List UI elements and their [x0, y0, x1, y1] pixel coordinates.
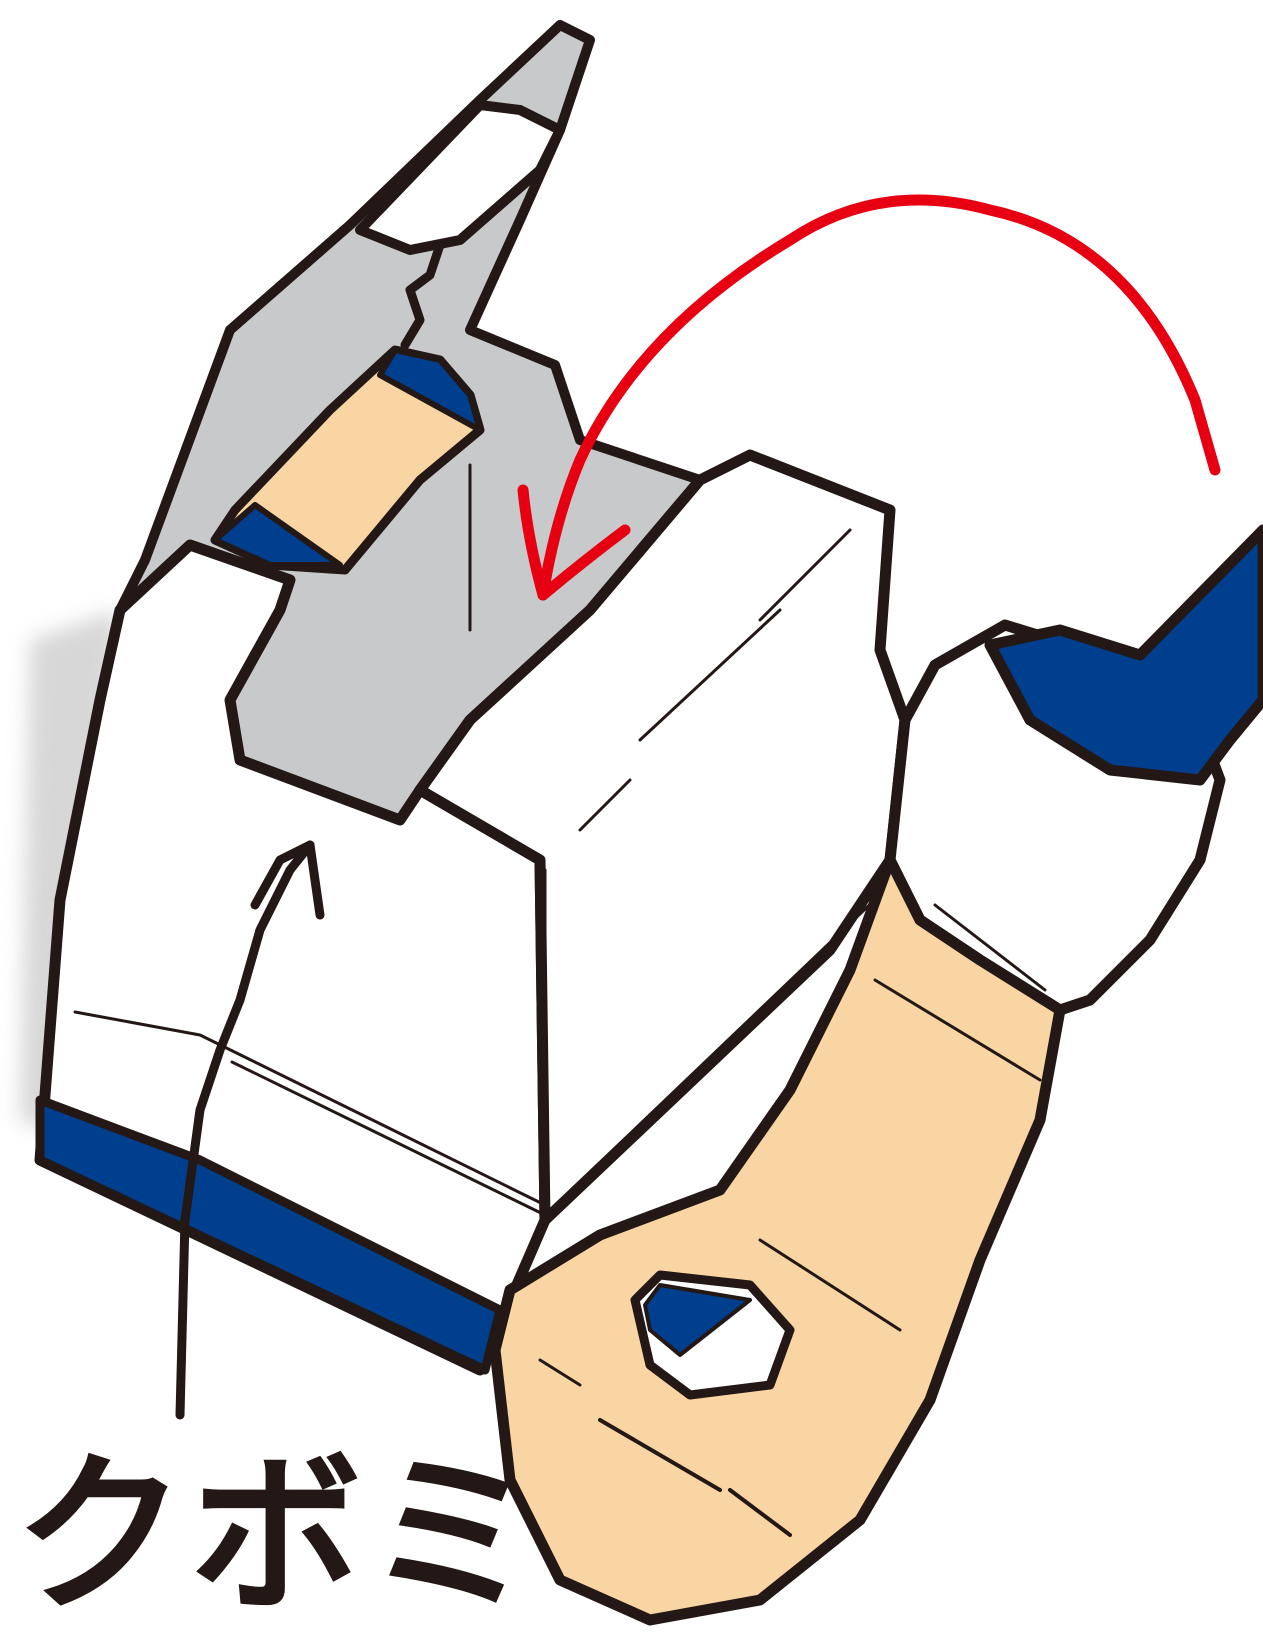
- black-pointer-arrow-icon: [175, 840, 325, 1420]
- thumb-top: [355, 100, 565, 255]
- caption-kubomi: クボミ: [14, 1435, 542, 1636]
- red-curved-arrow-icon: [517, 194, 1221, 601]
- box-body: [34, 449, 911, 1376]
- skin-window: [210, 345, 485, 575]
- hand-illustration: [489, 524, 1263, 1626]
